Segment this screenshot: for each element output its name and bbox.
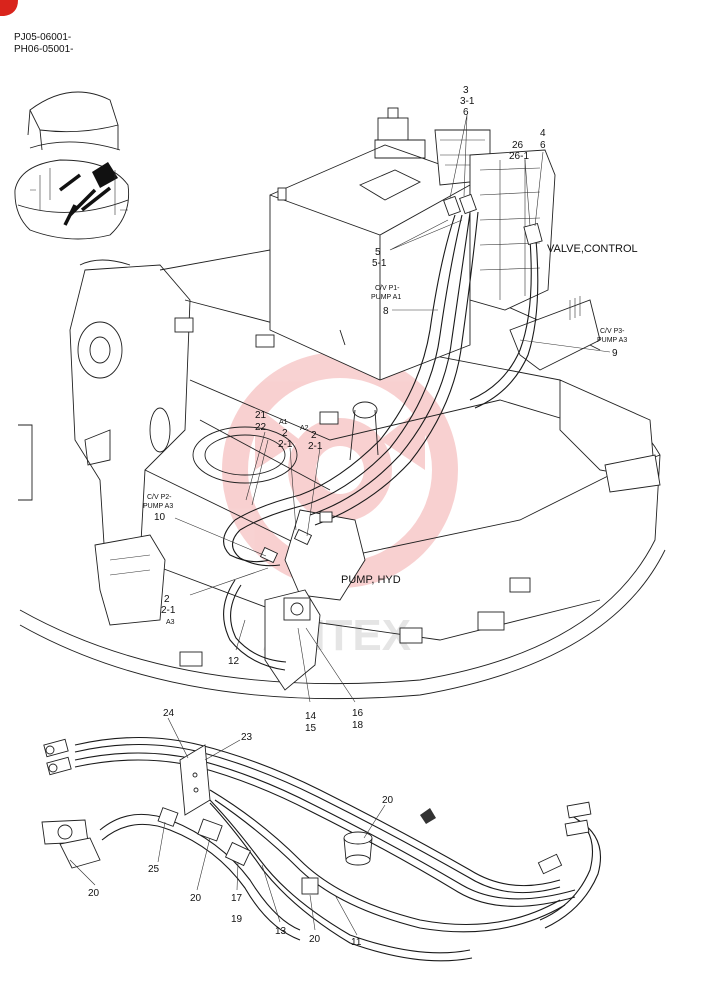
lower-callouts: 24 23 20 25 20 20 17 19 13 20 11 (88, 708, 394, 948)
control-valve-body (469, 149, 556, 311)
callout-9: 9 (612, 348, 618, 359)
valve-control-label: VALVE,CONTROL (547, 243, 638, 255)
port-mark-a2: A2 (300, 425, 309, 432)
callout-2-a: 2 (282, 428, 288, 439)
callout-22: 22 (255, 422, 267, 433)
callout-6-top: 6 (463, 107, 469, 118)
callout-2-1-b: 2-1 (308, 441, 323, 452)
cv-p3-label-line1: C/V P3- (600, 328, 625, 335)
serial-line-2: PH06-05001- (14, 44, 73, 55)
callout-25: 25 (148, 864, 160, 875)
callout-14: 14 (305, 711, 317, 722)
callout-17: 17 (231, 893, 243, 904)
callout-20-bottom: 20 (309, 934, 321, 945)
callout-2-1-a: 2-1 (278, 439, 293, 450)
callout-6-right: 6 (540, 140, 546, 151)
callout-23: 23 (241, 732, 253, 743)
hydraulic-pump (264, 401, 379, 691)
lower-leader-lines (69, 717, 386, 936)
callout-5: 5 (375, 247, 381, 258)
locator-inset (14, 91, 130, 240)
callout-11: 11 (351, 937, 362, 948)
serial-line-1: PJ05-06001- (14, 32, 71, 43)
pump-hyd-label: PUMP, HYD (341, 574, 401, 586)
callout-19: 19 (231, 914, 243, 925)
callout-12: 12 (228, 656, 240, 667)
callout-10: 10 (154, 512, 166, 523)
callout-18: 18 (352, 720, 364, 731)
cv-p1-label-line2: PUMP A1 (371, 294, 401, 301)
callout-20-top: 20 (382, 795, 394, 806)
callout-15: 15 (305, 723, 317, 734)
callout-20-left: 20 (88, 888, 100, 899)
exploded-hose-set (41, 736, 602, 962)
upper-callouts: 3 3-1 6 26 26-1 4 6 VALVE,CONTROL 5 5-1 … (143, 85, 638, 734)
cv-p2-label-line2: PUMP A3 (143, 503, 173, 510)
callout-3: 3 (463, 85, 469, 96)
port-mark-a1: A1 (279, 419, 288, 426)
callout-26-1: 26-1 (509, 151, 529, 162)
upper-leader-lines (174, 114, 611, 703)
callout-2-b: 2 (311, 430, 317, 441)
cv-p1-label-line1: C/V P1- (375, 285, 400, 292)
callout-5-1: 5-1 (372, 258, 387, 269)
upper-hose-routing (223, 193, 543, 671)
callout-21: 21 (255, 410, 267, 421)
callout-4: 4 (540, 128, 546, 139)
hydraulic-tank (269, 107, 491, 381)
callout-24: 24 (163, 708, 175, 719)
callout-2-1-c: 2-1 (161, 605, 176, 616)
upper-frame-assembly (18, 189, 666, 700)
callout-26: 26 (512, 140, 524, 151)
cv-p3-label-line2: PUMP A3 (597, 337, 627, 344)
callout-2-c: 2 (164, 594, 170, 605)
callout-8: 8 (383, 306, 389, 317)
callout-20-mid: 20 (190, 893, 202, 904)
callout-13: 13 (275, 926, 287, 937)
page-corner-marker (0, 0, 18, 16)
callout-16: 16 (352, 708, 364, 719)
cv-p2-label-line1: C/V P2- (147, 494, 172, 501)
callout-3-1: 3-1 (460, 96, 475, 107)
port-mark-a3: A3 (166, 619, 175, 626)
